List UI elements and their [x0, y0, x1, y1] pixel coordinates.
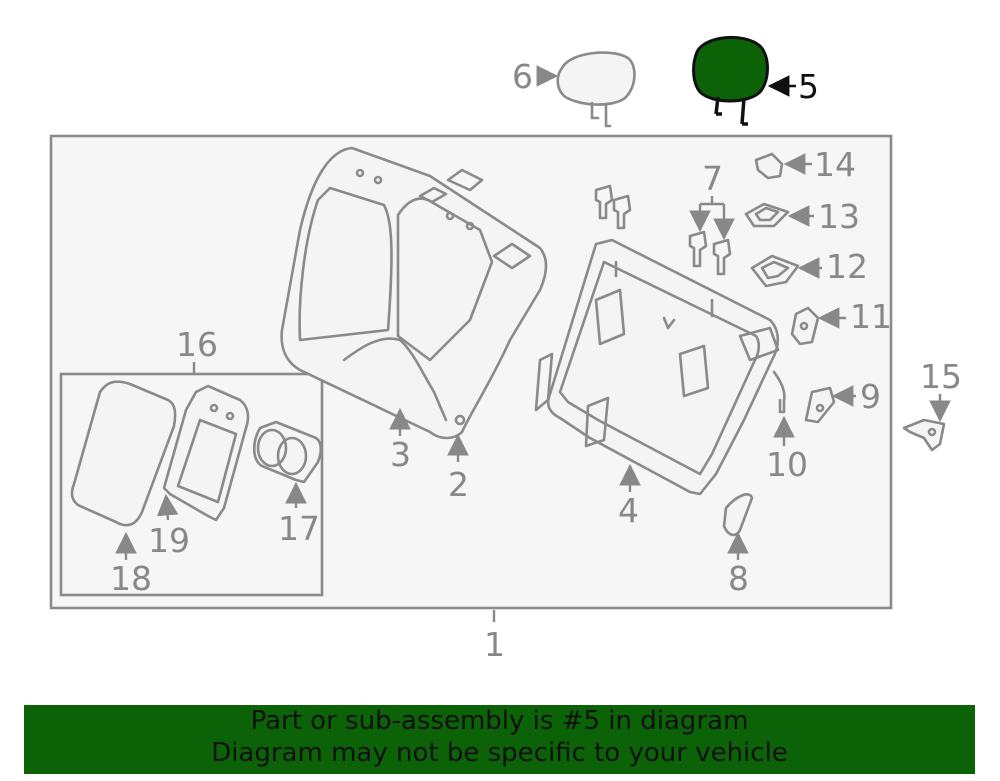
- callout-16: 16: [176, 325, 218, 364]
- callout-18: 18: [110, 559, 152, 598]
- callout-17: 17: [278, 509, 320, 548]
- callout-8: 8: [728, 559, 749, 598]
- part-10-cable[interactable]: [772, 370, 786, 414]
- callout-5: 5: [798, 67, 819, 106]
- callout-1: 1: [484, 625, 505, 664]
- callout-4: 4: [618, 491, 639, 530]
- part-9-hinge-cover[interactable]: [804, 386, 836, 424]
- callout-7: 7: [702, 159, 723, 198]
- part-17-cupholder[interactable]: [252, 420, 323, 484]
- part-6-headrest[interactable]: [556, 51, 636, 128]
- part-12-release-handle[interactable]: [750, 254, 800, 288]
- callout-19: 19: [148, 521, 190, 560]
- part-14-clip[interactable]: [754, 152, 784, 180]
- callout-3: 3: [390, 435, 411, 474]
- callout-9: 9: [860, 377, 881, 416]
- info-banner: Part or sub-assembly is #5 in diagram Di…: [24, 705, 975, 774]
- banner-line-2: Diagram may not be specific to your vehi…: [211, 738, 788, 768]
- callout-10: 10: [766, 445, 808, 484]
- part-18-armrest-cover[interactable]: [70, 380, 177, 527]
- part-8-end-cap[interactable]: [722, 493, 754, 537]
- part-15-bracket[interactable]: [902, 418, 946, 452]
- part-7-headrest-guides[interactable]: [594, 184, 732, 276]
- banner-line-1: Part or sub-assembly is #5 in diagram: [250, 706, 749, 736]
- callout-13: 13: [818, 197, 860, 236]
- part-11-latch[interactable]: [790, 306, 820, 346]
- part-3-seatback-cover[interactable]: [280, 146, 548, 440]
- callout-12: 12: [826, 247, 868, 286]
- callout-15: 15: [920, 357, 962, 396]
- callout-14: 14: [814, 145, 856, 184]
- part-13-bezel[interactable]: [744, 202, 790, 228]
- part-5-headrest-highlighted[interactable]: [692, 35, 769, 126]
- leader-19: [156, 493, 179, 521]
- callout-11: 11: [850, 297, 892, 336]
- part-19-armrest-frame[interactable]: [162, 384, 250, 522]
- leader-7: [689, 196, 735, 241]
- callout-6: 6: [512, 57, 533, 96]
- part-4-seatback-frame[interactable]: [534, 238, 780, 496]
- callout-2: 2: [448, 465, 469, 504]
